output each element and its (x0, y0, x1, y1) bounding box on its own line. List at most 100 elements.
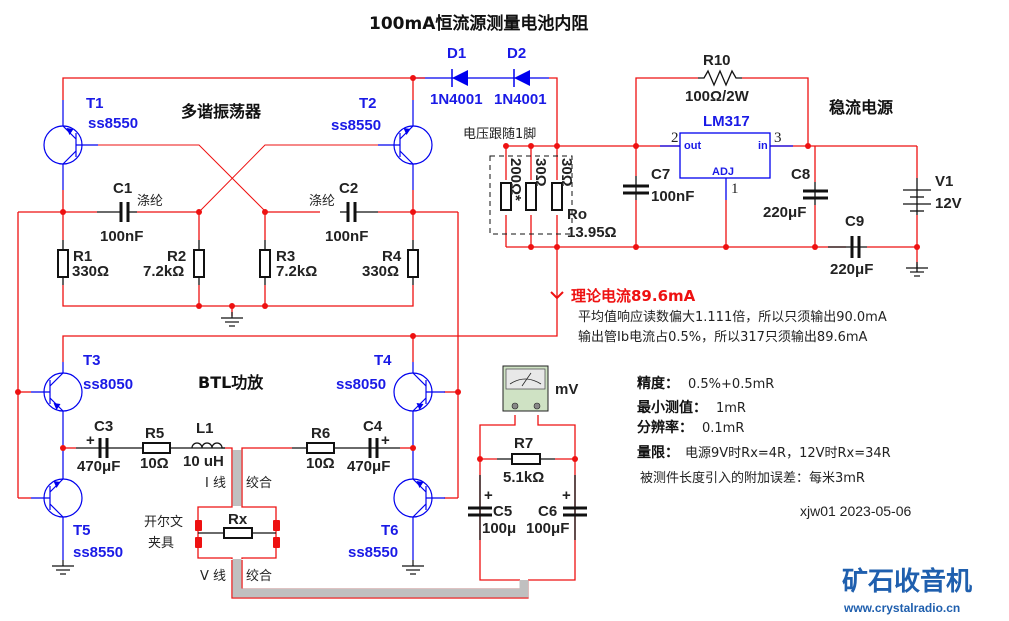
C4-pol: + (381, 432, 390, 449)
capacitor-C3 (98, 438, 109, 458)
C3-ref: C3 (94, 418, 113, 435)
C9-value: 220μF (830, 261, 873, 278)
spec-2: 分辨率：0.1mR (637, 419, 744, 436)
D2-ref: D2 (507, 45, 526, 62)
R7-value: 5.1kΩ (503, 469, 544, 486)
C5-pol: + (484, 487, 493, 504)
junction-dot (554, 143, 560, 149)
R3-value: 7.2kΩ (276, 263, 317, 280)
capacitor-C7 (623, 184, 649, 195)
Ro-value: 13.95Ω (567, 224, 617, 241)
junction-dot (196, 209, 202, 215)
transistor-T3 (31, 362, 83, 422)
capacitor-C2 (346, 202, 357, 222)
inductor-L1 (191, 442, 225, 449)
C6-value: 100μF (526, 520, 569, 537)
junction-dot (60, 209, 66, 215)
R4-ref: R4 (382, 248, 402, 265)
T1-model: ss8550 (88, 115, 138, 132)
transistor-T4 (393, 362, 445, 422)
C3-pol: + (86, 432, 95, 449)
svg-text:0.5%+0.5mR: 0.5%+0.5mR (688, 377, 774, 392)
junction-dot (633, 244, 639, 250)
junction-dot (196, 303, 202, 309)
resistor-R2 (193, 249, 205, 278)
ground-icon (221, 312, 243, 327)
clip-label-1: 开尔文 (144, 515, 183, 530)
resistor-Rx (223, 527, 253, 539)
junction-dot (633, 143, 639, 149)
junction-dot (528, 143, 534, 149)
svg-text:量限：: 量限： (637, 445, 679, 461)
junction-dot (229, 303, 235, 309)
spec-1: 最小测值： 1mR (637, 399, 746, 416)
LM317-pin2: 2 (671, 130, 679, 146)
R10-value: 100Ω/2W (685, 88, 750, 105)
LM317-pin3: 3 (774, 130, 782, 146)
R4-value: 330Ω (362, 263, 399, 280)
diagram-title: 100mA恒流源测量电池内阻 (369, 13, 588, 34)
T6-ref: T6 (381, 522, 399, 539)
diode-D1 (413, 69, 549, 87)
theory-current: 理论电流89.6mA (571, 287, 696, 305)
C5-ref: C5 (493, 503, 512, 520)
T5-ref: T5 (73, 522, 91, 539)
C9-ref: C9 (845, 213, 864, 230)
R2-value: 7.2kΩ (143, 263, 184, 280)
millivoltmeter[interactable] (502, 365, 549, 412)
C3-value: 470μF (77, 458, 120, 475)
clip-label-2: 夹具 (148, 536, 174, 551)
junction-dot (554, 244, 560, 250)
V1-value: 12V (935, 195, 962, 212)
capacitor-C6 (563, 506, 587, 517)
L1-value: 10 uH (183, 453, 224, 470)
R6-ref: R6 (311, 425, 330, 442)
C5-value: 100μ (482, 520, 516, 537)
resistor-Ro-a (500, 182, 512, 211)
kelvin-clamp (195, 520, 280, 548)
ground-icon (52, 560, 74, 575)
junction-dot (572, 456, 578, 462)
resistor-R3 (259, 249, 271, 278)
D1-model: 1N4001 (430, 91, 483, 108)
capacitor-C9 (850, 236, 861, 258)
resistor-Ro-c (551, 182, 563, 211)
T5-model: ss8550 (73, 544, 123, 561)
capacitor-C1 (119, 202, 130, 222)
ground-icon (906, 262, 928, 277)
svg-text:1mR: 1mR (716, 401, 746, 416)
resistor-R6 (306, 442, 335, 454)
LM317-ref: LM317 (703, 113, 750, 130)
T4-ref: T4 (374, 352, 392, 369)
junction-dot (410, 333, 416, 339)
junction-dot (914, 244, 920, 250)
T3-model: ss8050 (83, 376, 133, 393)
twisted-label-2: 绞合 (246, 568, 272, 584)
watermark-url: www.crystalradio.cn (843, 601, 960, 615)
C4-value: 470μF (347, 458, 390, 475)
transistor-T2 (378, 115, 433, 175)
V1-ref: V1 (935, 173, 953, 190)
R5-ref: R5 (145, 425, 164, 442)
transistor-T6 (393, 468, 445, 528)
meter-unit: mV (555, 381, 578, 398)
svg-text:最小测值：: 最小测值： (637, 399, 707, 416)
v-line-label: V 线 (200, 569, 226, 584)
resistor-R7 (511, 453, 541, 465)
current-arrow-icon (550, 291, 564, 300)
C7-ref: C7 (651, 166, 670, 183)
twisted-pair (232, 450, 529, 598)
D2-model: 1N4001 (494, 91, 547, 108)
svg-text:0.1mR: 0.1mR (702, 421, 744, 436)
junction-dot (805, 143, 811, 149)
C2-note: 涤纶 (309, 194, 335, 209)
svg-text:电源9V时Rx=4R，12V时Rx=34R: 电源9V时Rx=4R，12V时Rx=34R (685, 446, 891, 461)
error-note: 被测件长度引入的附加误差：每米3mR (640, 470, 865, 486)
R2-ref: R2 (167, 248, 186, 265)
svg-text:精度：: 精度： (637, 375, 679, 392)
junction-dot (528, 244, 534, 250)
R6-value: 10Ω (306, 455, 335, 472)
ground-icon (402, 560, 424, 575)
junction-dot (477, 456, 483, 462)
